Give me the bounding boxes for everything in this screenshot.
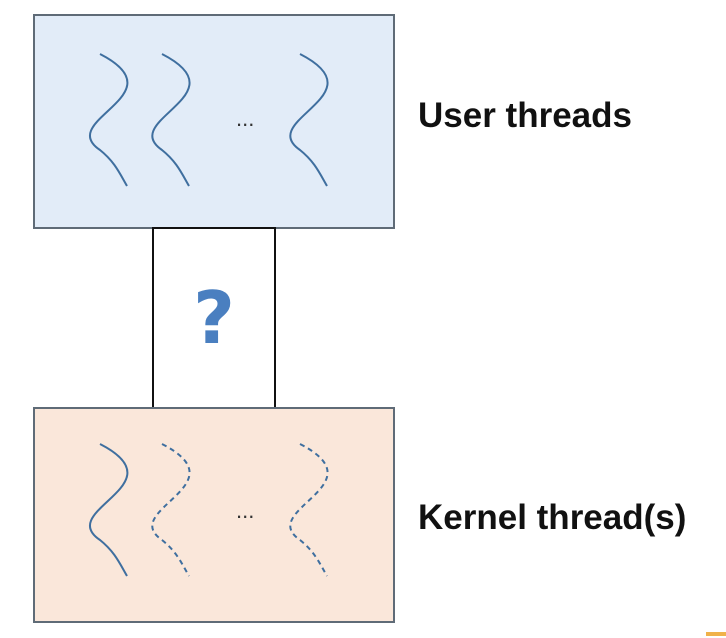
user-threads-ellipsis: ... [236, 106, 255, 131]
kernel-threads-label: Kernel thread(s) [418, 498, 687, 537]
user-thread-2 [151, 53, 191, 187]
kernel-threads-box [33, 407, 395, 623]
user-threads-box [33, 14, 395, 229]
kernel-threads-ellipsis: ... [236, 498, 255, 523]
mapping-box [152, 227, 276, 409]
user-threads-label: User threads [418, 96, 632, 135]
question-mark-icon: ? [193, 276, 235, 360]
kernel-thread-2 [151, 443, 191, 577]
kernel-thread-1 [89, 443, 129, 577]
user-thread-n [289, 53, 329, 187]
corner-accent [706, 632, 726, 636]
kernel-thread-n [289, 443, 329, 577]
user-thread-1 [89, 53, 129, 187]
